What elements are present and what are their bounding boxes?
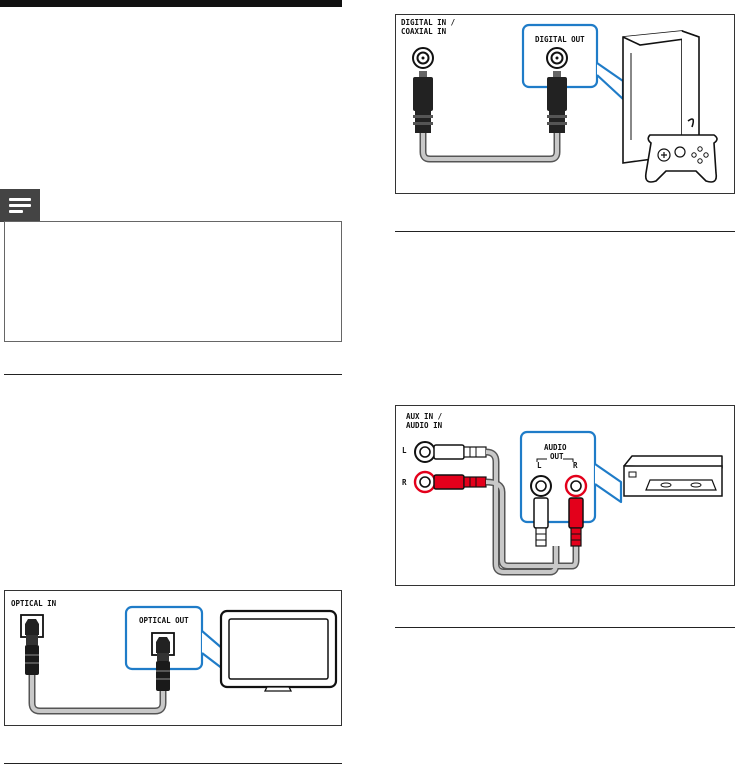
right-channel-label: R bbox=[402, 478, 407, 487]
coaxial-diagram bbox=[412, 23, 718, 183]
aux-in-label: AUX IN / bbox=[406, 412, 443, 421]
header-bar bbox=[0, 0, 342, 7]
optical-diagram bbox=[20, 605, 338, 715]
out-right-label: R bbox=[573, 461, 578, 470]
audio-connection-figure: AUX IN / AUDIO IN L R AUDIO OUT L R bbox=[395, 405, 735, 586]
optical-out-label: OPTICAL OUT bbox=[139, 616, 189, 625]
audio-diagram bbox=[413, 430, 723, 576]
audio-out-label: AUDIO bbox=[544, 443, 567, 452]
section-divider bbox=[395, 231, 735, 232]
note-icon bbox=[0, 189, 40, 222]
section-divider bbox=[4, 374, 342, 375]
note-box bbox=[4, 221, 342, 342]
digital-in-label: DIGITAL IN / bbox=[401, 18, 456, 27]
section-divider bbox=[395, 627, 735, 628]
optical-connection-figure: OPTICAL IN OPTICAL OUT bbox=[4, 590, 342, 726]
audio-in-label: AUDIO IN bbox=[406, 421, 443, 430]
out-left-label: L bbox=[537, 461, 542, 470]
out-label: OUT bbox=[550, 452, 564, 461]
left-channel-label: L bbox=[402, 446, 407, 455]
coaxial-in-label: COAXIAL IN bbox=[401, 27, 447, 36]
optical-in-label: OPTICAL IN bbox=[11, 599, 57, 608]
section-divider bbox=[4, 763, 342, 764]
coaxial-connection-figure: DIGITAL IN / COAXIAL IN DIGITAL OUT bbox=[395, 14, 735, 194]
digital-out-label: DIGITAL OUT bbox=[535, 35, 585, 44]
